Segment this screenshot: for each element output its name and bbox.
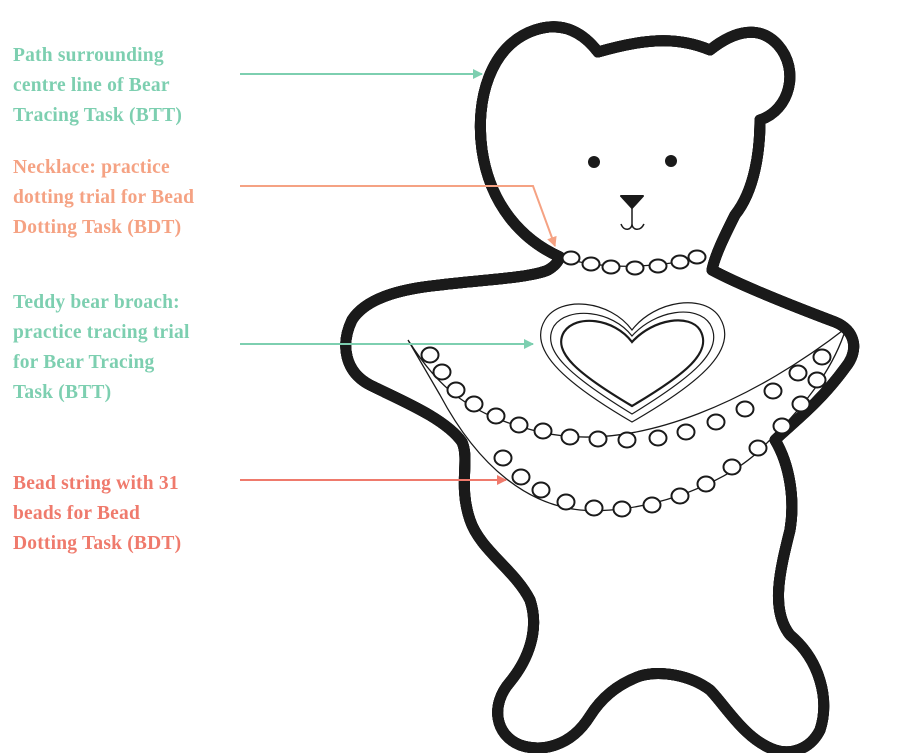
path-label-line: Tracing Task (BTT)	[13, 101, 182, 131]
bead	[737, 402, 754, 417]
bead	[614, 502, 631, 517]
bead	[698, 477, 715, 492]
bead	[809, 373, 826, 388]
broach-label-line: for Bear Tracing	[13, 348, 190, 378]
bead	[774, 419, 791, 434]
bead-string	[408, 328, 846, 517]
bead	[466, 397, 483, 412]
bead	[750, 441, 767, 456]
bead	[558, 495, 575, 510]
bear-face	[588, 155, 677, 229]
left-eye	[588, 156, 600, 168]
bead	[422, 348, 439, 363]
bead	[533, 483, 550, 498]
bead	[434, 365, 451, 380]
bead	[793, 397, 810, 412]
necklace-label-line: Dotting Task (BDT)	[13, 213, 194, 243]
bead	[708, 415, 725, 430]
necklace-bead	[627, 262, 644, 275]
path-label: Path surrounding centre line of Bear Tra…	[13, 41, 182, 131]
bead	[678, 425, 695, 440]
bead	[650, 431, 667, 446]
necklace-bead	[583, 258, 600, 271]
bead	[765, 384, 782, 399]
necklace	[562, 251, 706, 275]
broach-label-line: Teddy bear broach:	[13, 288, 190, 318]
necklace-label: Necklace: practice dotting trial for Bea…	[13, 153, 194, 243]
bead	[586, 501, 603, 516]
bead	[724, 460, 741, 475]
bead	[495, 451, 512, 466]
necklace-label-line: dotting trial for Bead	[13, 183, 194, 213]
bead	[814, 350, 831, 365]
necklace-bead	[603, 261, 620, 274]
necklace-bead	[563, 252, 580, 265]
bead	[644, 498, 661, 513]
heart-broach	[541, 303, 725, 422]
necklace-bead	[689, 251, 706, 264]
bead	[513, 470, 530, 485]
bead	[672, 489, 689, 504]
necklace-label-line: Necklace: practice	[13, 153, 194, 183]
bead	[562, 430, 579, 445]
bead-string-label-line: beads for Bead	[13, 499, 181, 529]
bead-string-label-line: Bead string with 31	[13, 469, 181, 499]
necklace-bead	[672, 256, 689, 269]
necklace-bead	[650, 260, 667, 273]
mouth	[621, 208, 644, 229]
bead	[619, 433, 636, 448]
path-label-line: Path surrounding	[13, 41, 182, 71]
bead	[488, 409, 505, 424]
bead-string-label-line: Dotting Task (BDT)	[13, 529, 181, 559]
broach-label-line: practice tracing trial	[13, 318, 190, 348]
broach-label-line: Task (BTT)	[13, 378, 190, 408]
path-label-line: centre line of Bear	[13, 71, 182, 101]
right-eye	[665, 155, 677, 167]
nose	[621, 196, 643, 208]
broach-label: Teddy bear broach: practice tracing tria…	[13, 288, 190, 408]
bead	[590, 432, 607, 447]
bead	[790, 366, 807, 381]
bead	[535, 424, 552, 439]
bead-string-label: Bead string with 31 beads for Bead Dotti…	[13, 469, 181, 559]
bead	[511, 418, 528, 433]
bead	[448, 383, 465, 398]
